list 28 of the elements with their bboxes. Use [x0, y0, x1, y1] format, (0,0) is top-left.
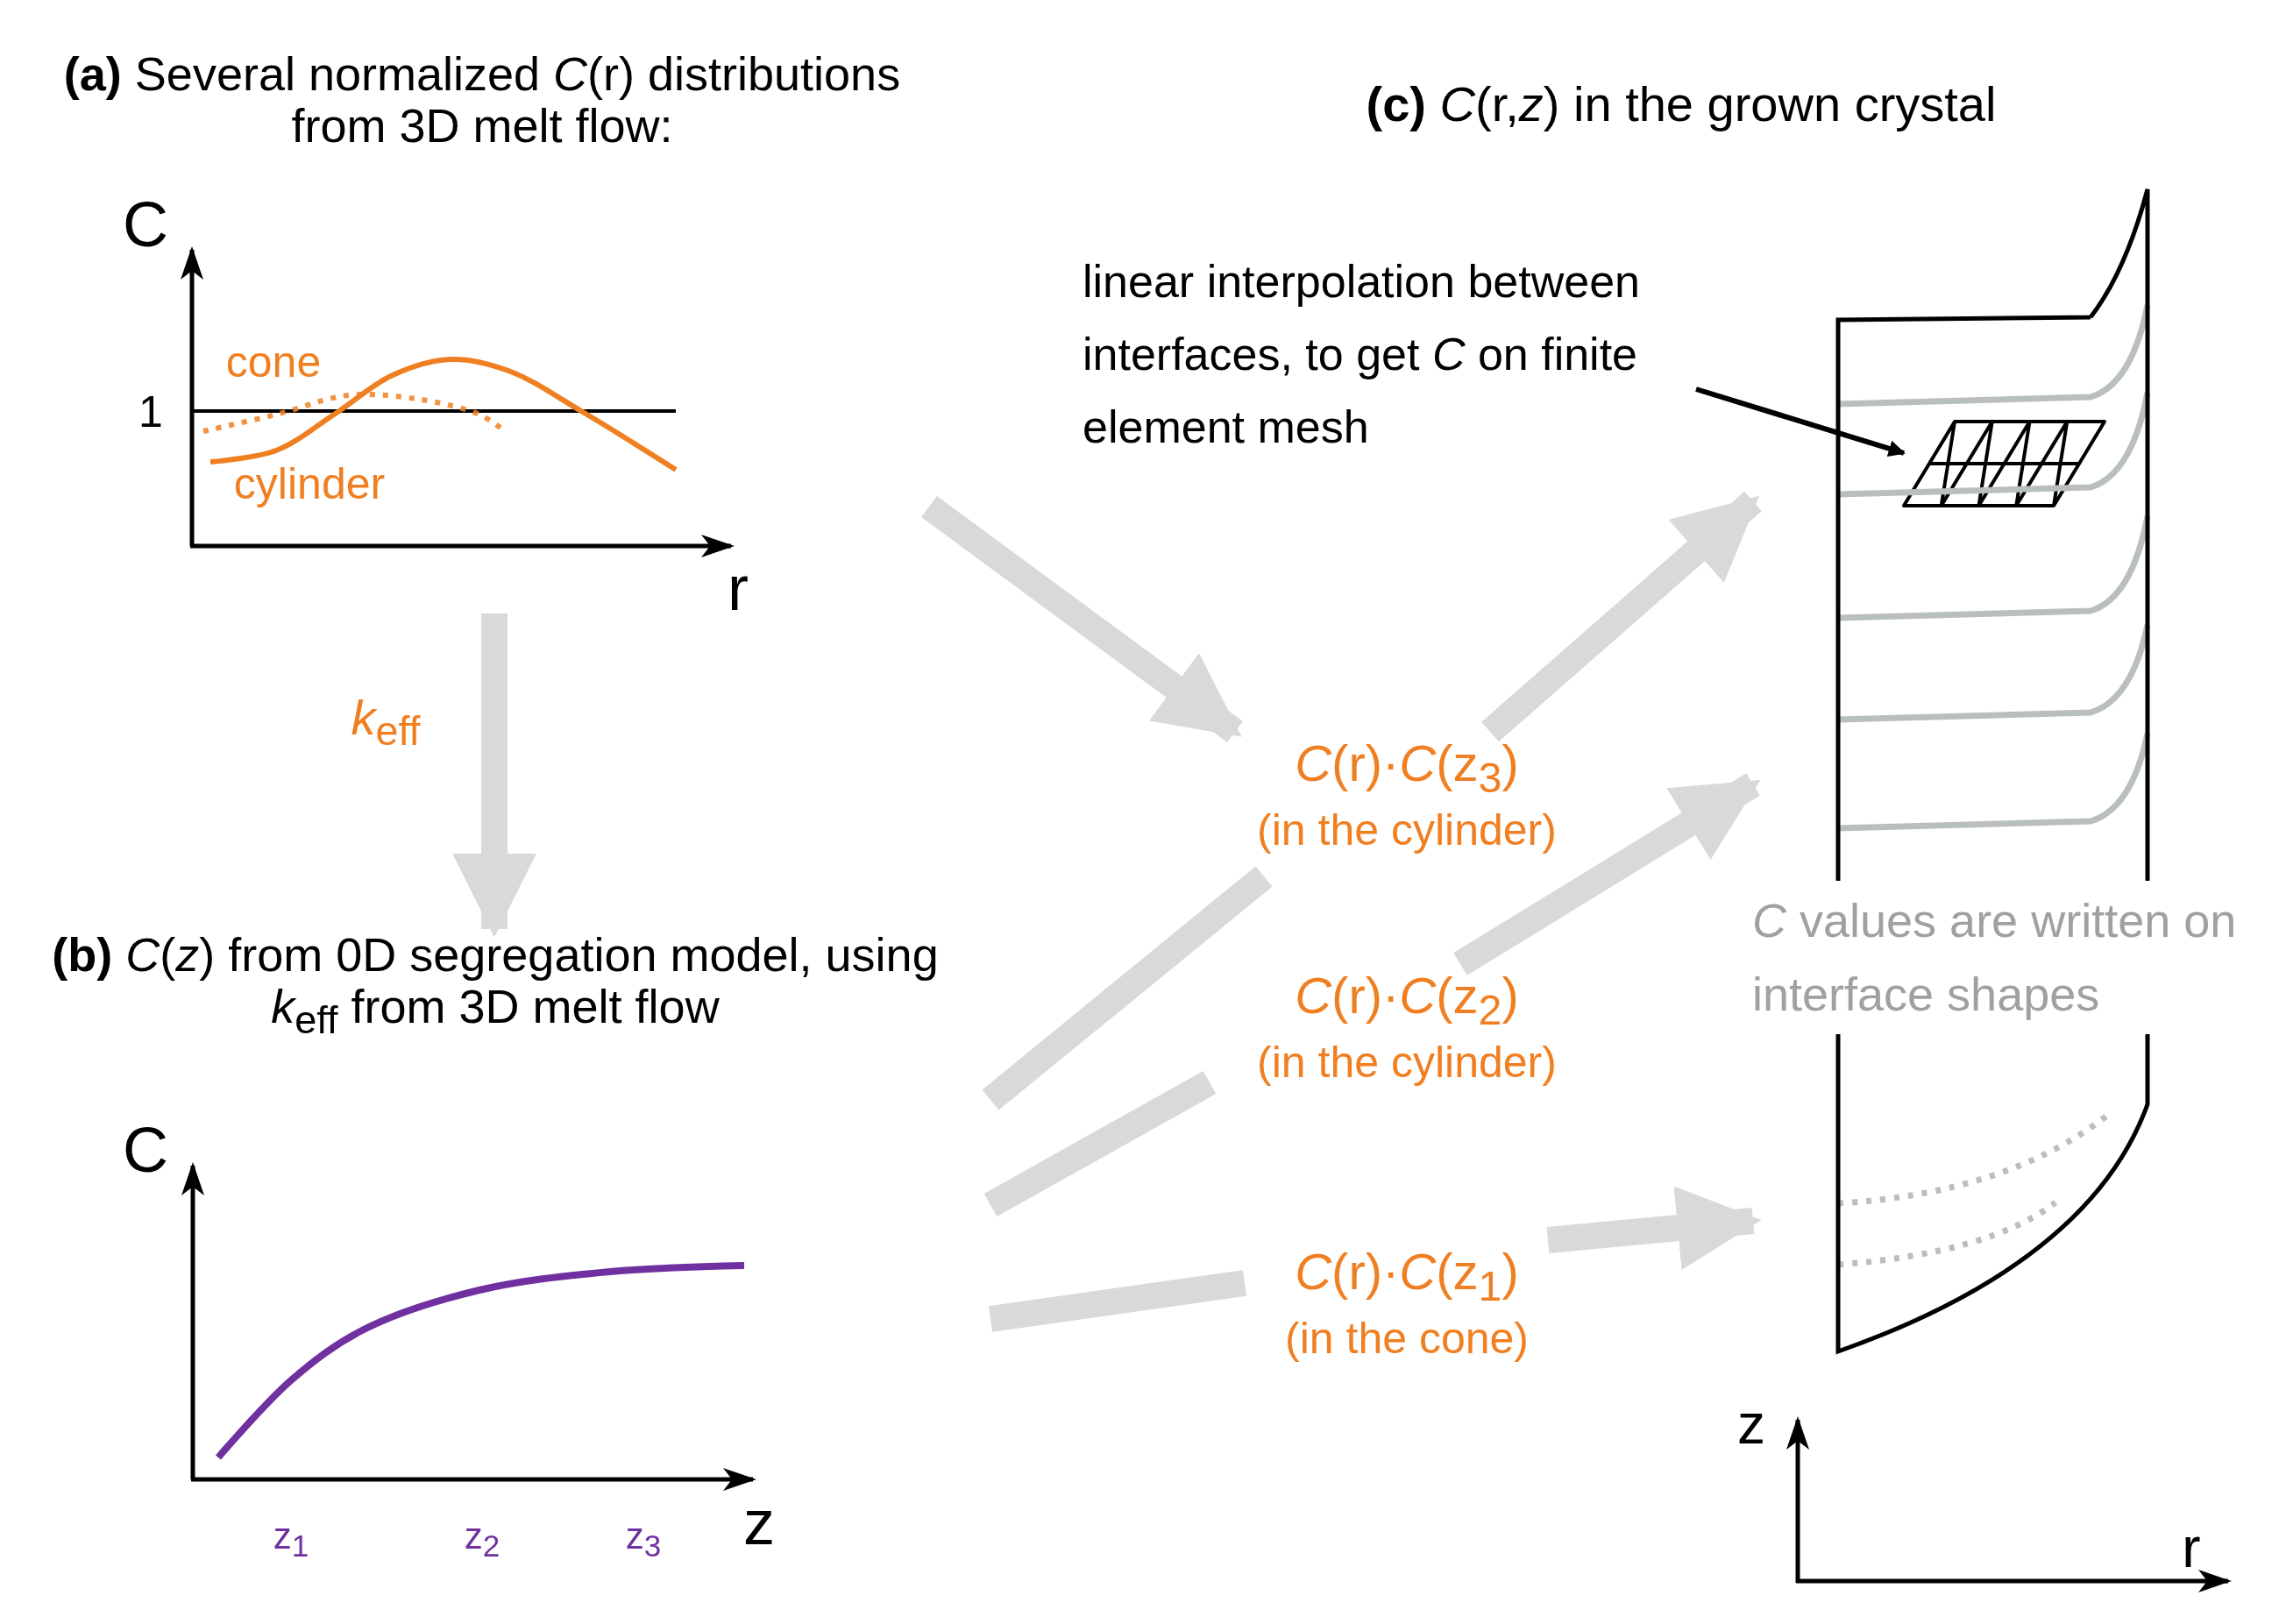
curve-label: cone [225, 337, 322, 386]
panel-heading: (b) C(z) from 0D segregation model, using k$_{eff}$ from 3D melt flow [51, 929, 940, 1042]
arrow [1546, 1186, 1762, 1270]
tick-label: 1 [138, 387, 163, 436]
note-text: (in the cylinder) [1256, 1037, 1558, 1089]
arrow [1481, 491, 1762, 742]
axis-label: z [743, 1488, 775, 1558]
note-text: (in the cylinder) [1256, 805, 1558, 856]
tick-label: z$_{1}$ [273, 1516, 309, 1564]
axis-label: r [728, 554, 749, 624]
arrow [921, 495, 1243, 743]
leader-arrow [1695, 386, 1906, 457]
axis-label: z [1737, 1393, 1765, 1456]
panel-heading: (a) Several normalized C(r) distributions from 3D melt flow: [62, 48, 902, 152]
tick-label: z$_{3}$ [625, 1516, 662, 1564]
formula-text: C(r)·C(z$_{1}$) [1294, 1242, 1520, 1311]
formula-text: C(r)·C(z$_{2}$) [1294, 966, 1520, 1035]
tick-label: z$_{2}$ [464, 1516, 501, 1564]
axis-label: r [2182, 1516, 2201, 1579]
note-text: (in the cone) [1284, 1313, 1530, 1365]
arrow [452, 613, 536, 938]
annotation-text: linear interpolation between interfaces, to get C on finite element mesh [1083, 255, 1641, 455]
axis-label: C [123, 190, 168, 260]
curve-label: cylinder [233, 459, 386, 508]
axis-label: C [123, 1116, 168, 1186]
arrow [1453, 773, 1761, 975]
formula-text: C(r)·C(z$_{3}$) [1294, 734, 1520, 803]
panel-heading: (c) C(r,z) in the grown crystal [1366, 77, 1997, 131]
